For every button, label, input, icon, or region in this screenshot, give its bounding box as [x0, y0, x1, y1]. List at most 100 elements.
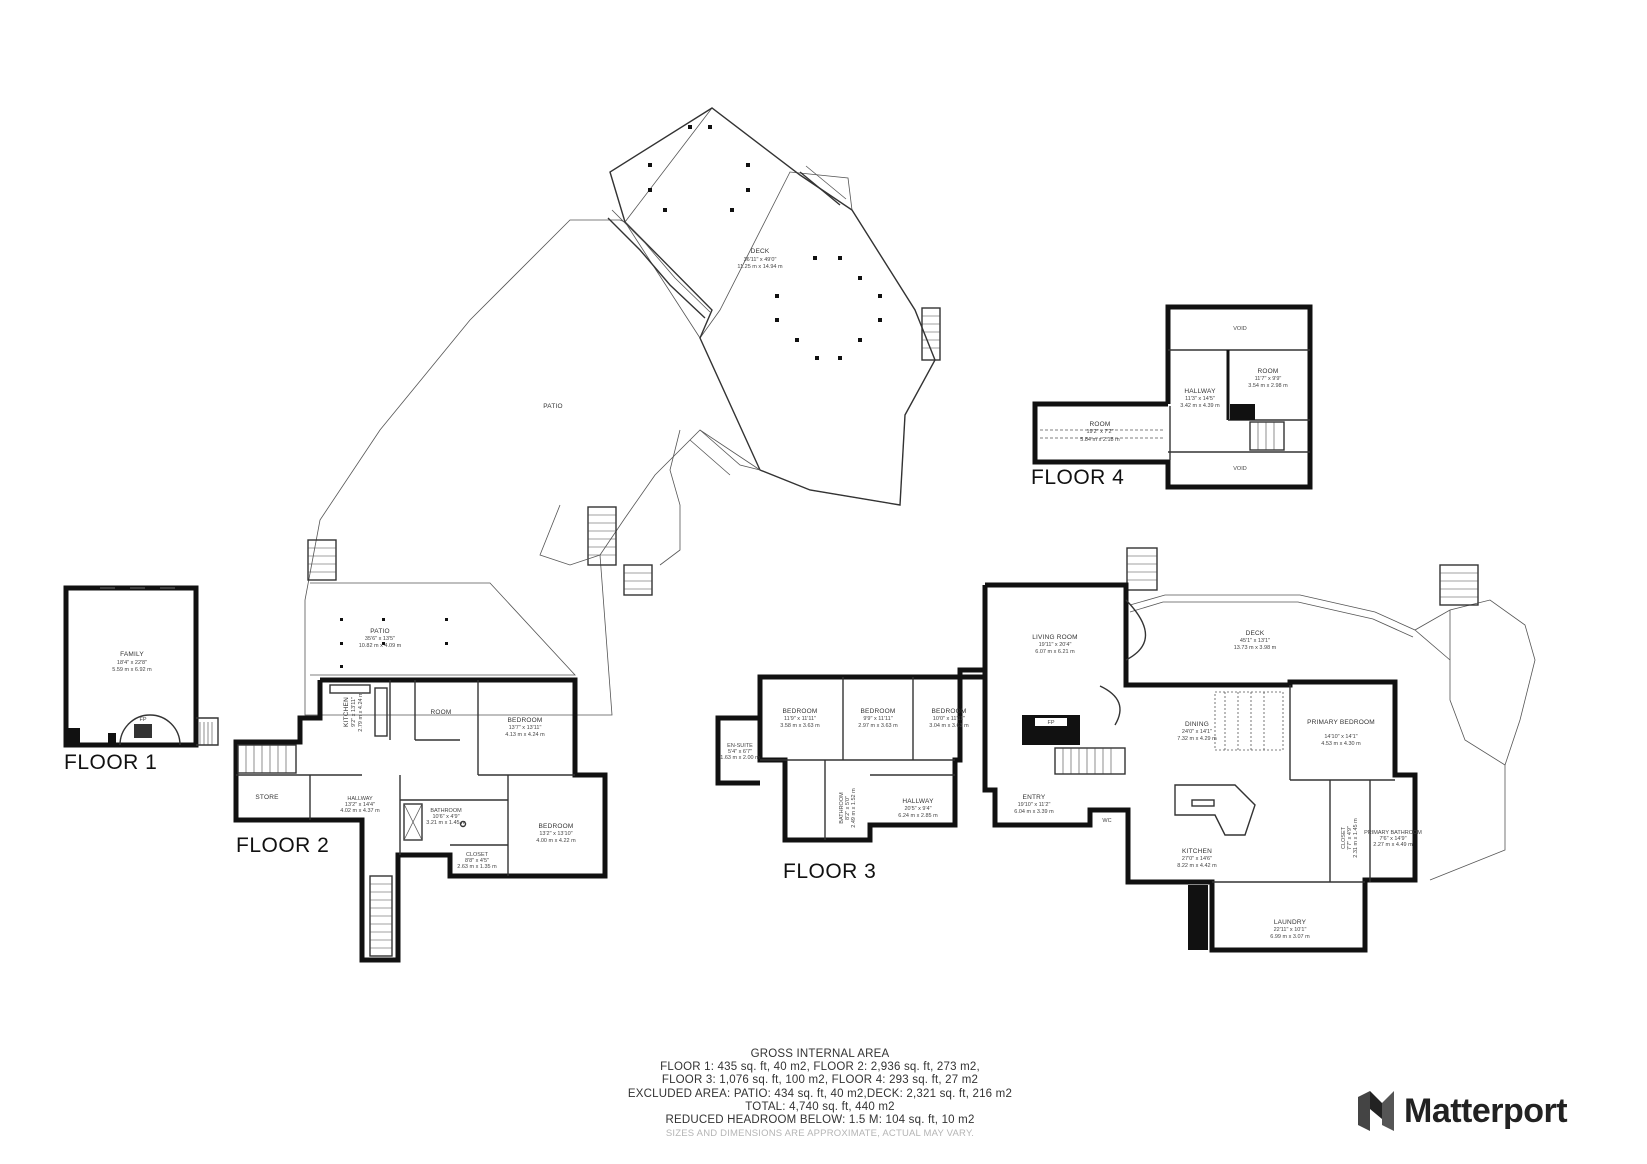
- bedroom2b-imperial: 13'2" x 13'10": [539, 831, 572, 837]
- deck-top-metric: 11.25 m x 14.94 m: [737, 264, 783, 270]
- floor-4-label: FLOOR 4: [1031, 466, 1124, 489]
- bedroom2a-name: BEDROOM: [508, 717, 543, 724]
- ensuite3-metric: 1.63 m x 2.00 m: [720, 755, 760, 761]
- bedroom3b-name: BEDROOM: [861, 708, 896, 715]
- entry-name: ENTRY: [1023, 794, 1046, 801]
- family-metric: 5.59 m x 6.92 m: [112, 667, 152, 673]
- hallway3-imperial: 20'5" x 9'4": [904, 806, 931, 812]
- floor-1-fp: FP: [139, 717, 146, 723]
- brand-logo: Matterport: [1356, 1088, 1568, 1134]
- bedroom3b-metric: 2.97 m x 3.63 m: [858, 723, 898, 729]
- upper-deck-area: [304, 107, 941, 716]
- floor-2-label: FLOOR 2: [236, 834, 329, 857]
- floor-1-label: FLOOR 1: [64, 751, 157, 774]
- deck3-imperial: 45'1" x 13'1": [1240, 638, 1270, 644]
- family-imperial: 18'4" x 22'8": [117, 660, 147, 666]
- hallway2-imperial: 13'2" x 14'4": [345, 802, 375, 808]
- bathroom3-metric: 2.49 m x 1.52 m: [851, 788, 857, 828]
- summary-line-2: FLOOR 3: 1,076 sq. ft, 100 m2, FLOOR 4: …: [661, 1074, 979, 1087]
- primary-bed-imperial: 14'10" x 14'1": [1324, 734, 1357, 740]
- dining-metric: 7.32 m x 4.29 m: [1177, 736, 1217, 742]
- dining-name: DINING: [1185, 721, 1209, 728]
- primary-bath-name: PRIMARY BATHROOM: [1364, 830, 1422, 836]
- hallway3-metric: 6.24 m x 2.85 m: [898, 813, 938, 819]
- family-name: FAMILY: [120, 651, 144, 658]
- bedroom3b-imperial: 9'9" x 11'11": [863, 716, 892, 722]
- bedroom3a-name: BEDROOM: [783, 708, 818, 715]
- room4b-name: ROOM: [1089, 421, 1110, 428]
- entry-metric: 6.04 m x 3.39 m: [1014, 809, 1054, 815]
- bedroom3c-metric: 3.04 m x 3.63 m: [929, 723, 969, 729]
- floor-4-plan: [1032, 304, 1313, 490]
- bedroom3c-name: BEDROOM: [932, 708, 967, 715]
- living-metric: 6.07 m x 6.21 m: [1035, 649, 1075, 655]
- hallway4-imperial: 11'3" x 14'5": [1185, 396, 1215, 402]
- patio2-metric: 10.82 m x 4.09 m: [359, 643, 402, 649]
- bathroom2-imperial: 10'6" x 4'9": [432, 814, 459, 820]
- closet3-name: CLOSET: [1341, 826, 1347, 849]
- bathroom3-name: BATHROOM: [839, 792, 845, 824]
- patio2-name: PATIO: [370, 628, 390, 635]
- summary-line-1: FLOOR 1: 435 sq. ft, 40 m2, FLOOR 2: 2,9…: [660, 1061, 980, 1074]
- floor-3-label: FLOOR 3: [783, 860, 876, 883]
- bedroom3a-imperial: 11'9" x 11'11": [784, 716, 816, 722]
- summary-note: SIZES AND DIMENSIONS ARE APPROXIMATE, AC…: [665, 1128, 975, 1140]
- closet2-name: CLOSET: [466, 852, 489, 858]
- bathroom3-imperial: 8'2" x 5'0": [845, 796, 851, 820]
- kitchen2-name: KITCHEN: [343, 697, 350, 727]
- hallway3-name: HALLWAY: [902, 798, 934, 805]
- void-top-name: VOID: [1233, 326, 1246, 332]
- deck-top-imperial: 36'11" x 49'0": [744, 257, 777, 263]
- room4a-name: ROOM: [1257, 368, 1278, 375]
- floor-2-plan: [233, 582, 608, 963]
- room4b-metric: 5.84 m x 2.18 m: [1080, 437, 1120, 443]
- ensuite3-imperial: 5'4" x 6'7": [728, 749, 752, 755]
- living-name: LIVING ROOM: [1032, 634, 1078, 641]
- matterport-logo-icon: [1358, 1091, 1394, 1131]
- area-summary: GROSS INTERNAL AREA FLOOR 1: 435 sq. ft,…: [560, 1048, 1080, 1140]
- closet2-imperial: 8'8" x 4'5": [465, 858, 489, 864]
- store-name: STORE: [255, 794, 279, 801]
- brand-name: Matterport: [1404, 1091, 1568, 1130]
- kitchen3-name: KITCHEN: [1182, 848, 1212, 855]
- room4a-imperial: 11'7" x 9'9": [1255, 376, 1282, 382]
- void-bottom-name: VOID: [1233, 466, 1246, 472]
- laundry-imperial: 22'11" x 10'1": [1274, 927, 1307, 933]
- summary-line-4: TOTAL: 4,740 sq. ft, 440 m2: [745, 1100, 895, 1113]
- bedroom3a-metric: 3.58 m x 3.63 m: [780, 723, 820, 729]
- kitchen2-metric: 2.79 m x 4.24 m: [358, 692, 364, 732]
- deck3-metric: 13.73 m x 3.98 m: [1234, 645, 1277, 651]
- dining-imperial: 24'0" x 14'1": [1182, 729, 1212, 735]
- wc-name: WC: [1102, 818, 1111, 824]
- summary-heading: GROSS INTERNAL AREA: [750, 1048, 890, 1060]
- bedroom2a-metric: 4.13 m x 4.24 m: [505, 732, 545, 738]
- entry-imperial: 19'10" x 11'2": [1018, 802, 1051, 808]
- summary-line-3: EXCLUDED AREA: PATIO: 434 sq. ft, 40 m2,…: [627, 1087, 1013, 1100]
- ensuite3-name: EN-SUITE: [727, 743, 753, 749]
- bedroom2b-name: BEDROOM: [539, 823, 574, 830]
- floor-3-plan: FP: [715, 547, 1536, 953]
- primary-bed-name: PRIMARY BEDROOM: [1307, 719, 1375, 726]
- hallway2-metric: 4.02 m x 4.37 m: [340, 808, 380, 814]
- hallway2-name: HALLWAY: [347, 796, 373, 802]
- bedroom3c-imperial: 10'0" x 11'11": [933, 716, 965, 722]
- primary-bath-imperial: 7'6" x 14'9": [1379, 836, 1406, 842]
- room4a-metric: 3.54 m x 2.98 m: [1248, 383, 1288, 389]
- room4b-imperial: 19'2" x 7'2": [1086, 429, 1113, 435]
- hallway4-name: HALLWAY: [1184, 388, 1216, 395]
- laundry-metric: 6.99 m x 3.07 m: [1270, 934, 1310, 940]
- bathroom2-metric: 3.21 m x 1.45 m: [426, 820, 466, 826]
- patio2-imperial: 35'6" x 13'5": [365, 636, 395, 642]
- bedroom2a-imperial: 13'7" x 13'11": [509, 725, 542, 731]
- summary-line-5: REDUCED HEADROOM BELOW: 1.5 M: 104 sq. f…: [665, 1114, 975, 1127]
- patio-large-name: PATIO: [543, 403, 563, 410]
- hallway4-metric: 3.42 m x 4.39 m: [1180, 403, 1220, 409]
- closet2-metric: 2.63 m x 1.35 m: [457, 864, 497, 870]
- closet3-imperial: 7'7" x 4'9": [1347, 826, 1353, 850]
- primary-bath-metric: 2.27 m x 4.49 m: [1373, 842, 1413, 848]
- primary-bed-metric: 4.53 m x 4.30 m: [1321, 741, 1361, 747]
- bedroom2b-metric: 4.00 m x 4.22 m: [536, 838, 576, 844]
- kitchen2-imperial: 9'2" x 13'11": [351, 697, 357, 727]
- floor-1-plan: FP: [63, 585, 219, 748]
